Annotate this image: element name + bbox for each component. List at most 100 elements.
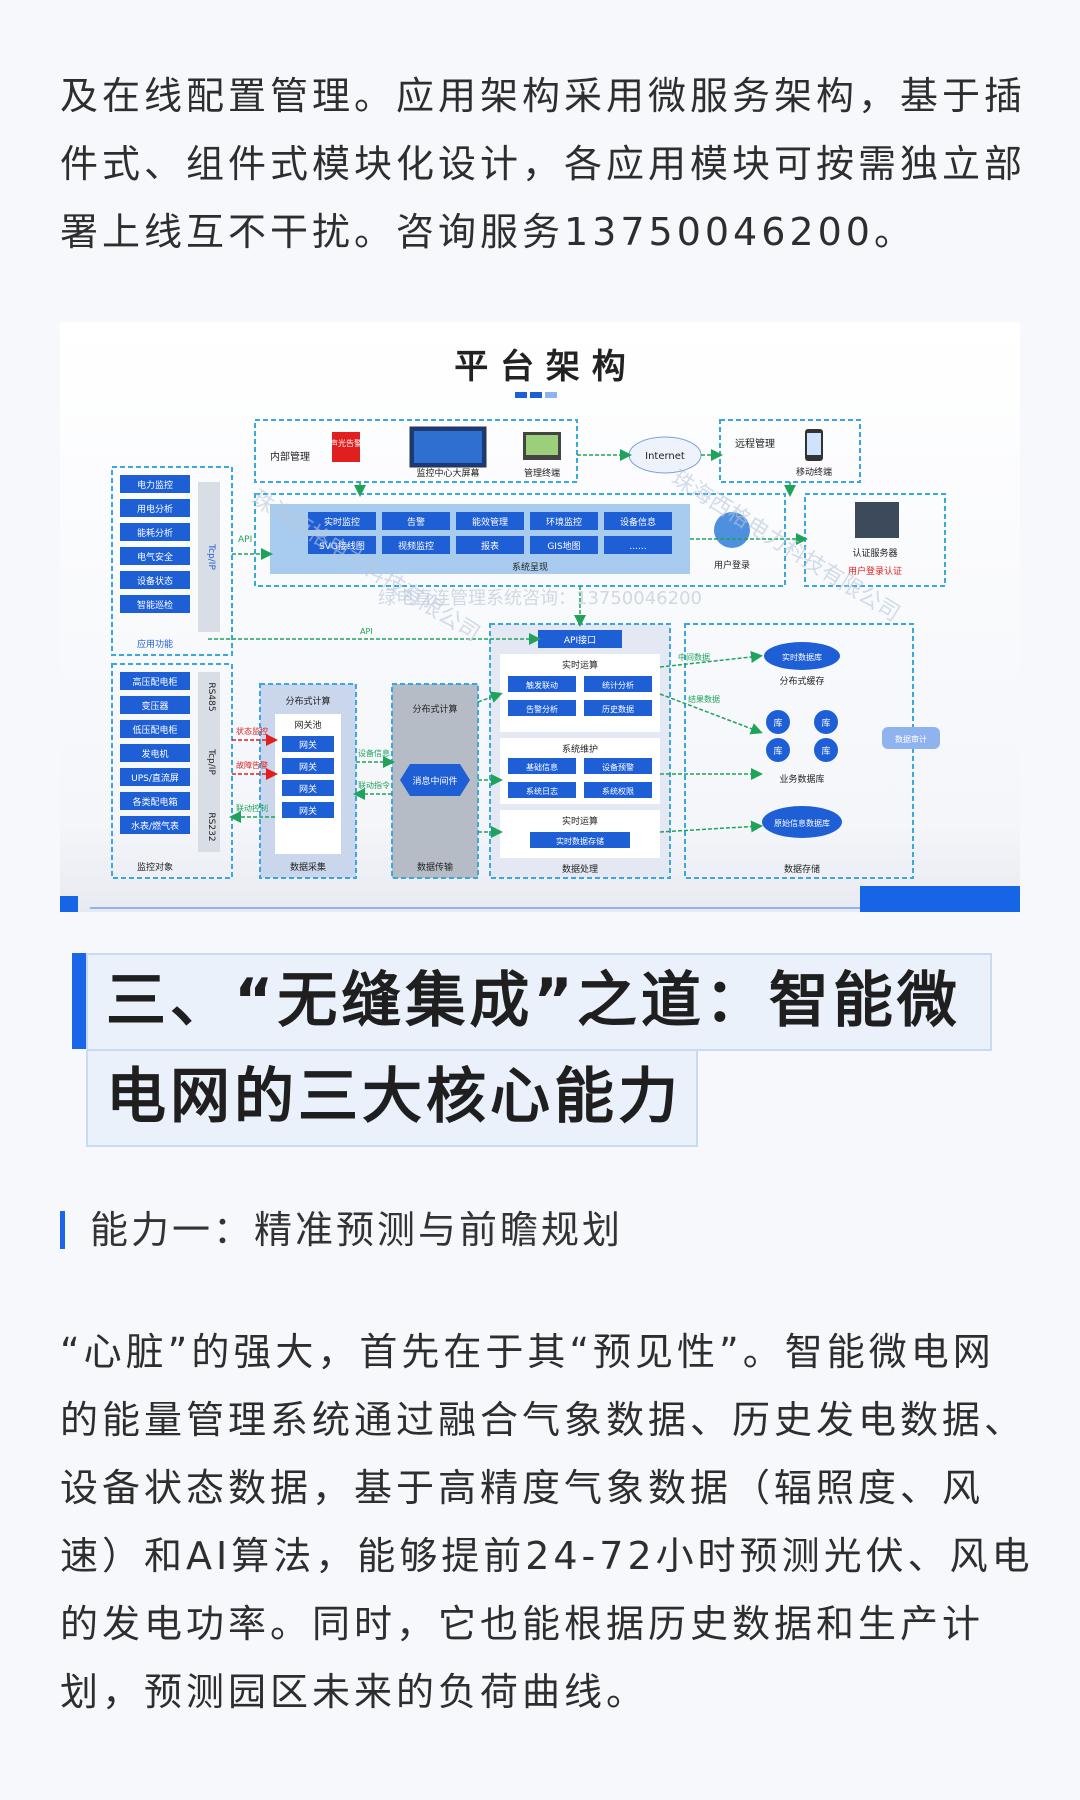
heading-accent-bar — [72, 953, 86, 1049]
architecture-diagram: 平 台 架 构 内部管理 声光告警 监控中心大屏幕 管理终端 Internet … — [111, 347, 946, 879]
gateway-item: 网关 — [299, 805, 317, 817]
api-port-label: API接口 — [564, 634, 596, 646]
watermark-diag-text: 珠海西格电力科技有限公司 — [667, 466, 904, 627]
auth-label: 认证服务器 — [852, 547, 897, 559]
system-item: ...... — [629, 542, 646, 552]
body-line: 的发电功率。同时，它也能根据历史数据和生产计 — [60, 1602, 985, 1646]
watermark-text: 绿电直连管理系统咨询：13750046200 — [378, 588, 702, 609]
data-audit-shape — [882, 727, 940, 749]
realtime-calc2-label: 实时运算 — [562, 815, 598, 827]
body-line: 速）和AI算法，能够提前24-72小时预测光伏、风电 — [60, 1534, 1034, 1578]
protocol-label: Tcp/IP — [206, 748, 216, 775]
storage-caption: 数据存储 — [784, 863, 820, 875]
calc-item: 统计分析 — [602, 680, 634, 690]
app-func-item: 设备状态 — [137, 575, 173, 587]
collect-caption: 数据采集 — [290, 861, 326, 873]
db-item: 库 — [773, 717, 782, 729]
system-item: 告警 — [407, 516, 425, 528]
collect-title: 分布式计算 — [285, 695, 330, 707]
maint-item: 系统权限 — [602, 786, 634, 796]
system-item: 能效管理 — [472, 516, 508, 528]
transfer-caption: 数据传输 — [417, 861, 453, 873]
app-func-item: 能耗分析 — [137, 527, 173, 539]
maint-item: 基础信息 — [526, 762, 558, 772]
figure-accent-right — [860, 886, 1020, 912]
link-cmd-label: 联动指令 — [358, 780, 390, 790]
monitor-item: 各类配电箱 — [132, 796, 177, 808]
figure-title: 平 台 架 构 — [454, 347, 626, 387]
biz-db-label: 业务数据库 — [779, 773, 824, 785]
app-func-item: 用电分析 — [137, 503, 173, 515]
intro-paragraph: 及在线配置管理。应用架构采用微服务架构，基于插 件式、组件式模块化设计，各应用模… — [60, 62, 1027, 266]
system-item: 环境监控 — [546, 516, 582, 528]
raw-db-label: 原始信息数据库 — [774, 818, 830, 828]
section-heading-text: 三、“无缝集成”之道：智能微 — [106, 966, 961, 1036]
realtime-calc-label: 实时运算 — [562, 659, 598, 671]
app-funcs-caption: 应用功能 — [137, 638, 173, 650]
db-item: 库 — [773, 745, 782, 757]
remote-label: 远程管理 — [735, 437, 775, 450]
monitor-item: 水表/燃气表 — [131, 820, 179, 832]
system-item: GIS地图 — [547, 540, 580, 552]
body-line: 的能量管理系统通过融合气象数据、历史发电数据、 — [60, 1398, 1027, 1442]
alarm-icon — [332, 432, 360, 462]
server-icon — [855, 502, 899, 538]
system-item: SVG接线图 — [319, 540, 365, 552]
realtime-store-label: 实时数据存储 — [556, 836, 604, 846]
device-info-label: 设备信息 — [358, 748, 390, 758]
maint-item: 设备预警 — [602, 762, 634, 772]
middleware-label: 消息中间件 — [412, 775, 457, 787]
internal-mgmt-label: 内部管理 — [270, 450, 310, 463]
system-item: 设备信息 — [620, 516, 656, 528]
intro-line: 件式、组件式模块化设计，各应用模块可按需独立部 — [60, 142, 1027, 186]
body-line: “心脏”的强大，首先在于其“预见性”。智能微电网 — [60, 1330, 995, 1374]
protocol-label: RS232 — [206, 812, 216, 841]
app-func-item: 智能巡检 — [137, 599, 173, 611]
monitor-item: 低压配电柜 — [132, 724, 177, 736]
transfer-title: 分布式计算 — [412, 703, 457, 715]
alarm-label: 声光告警 — [330, 438, 362, 448]
section-heading-line1: 三、“无缝集成”之道：智能微 — [86, 953, 992, 1051]
subheading: 能力一：精准预测与前瞻规划 — [90, 1208, 624, 1252]
realtime-db-label: 实时数据库 — [782, 652, 822, 662]
subheading-accent-bar — [60, 1211, 65, 1249]
section-heading-line2: 电网的三大核心能力 — [86, 1049, 698, 1147]
api-label-2: API — [360, 627, 373, 636]
body-paragraph: “心脏”的强大，首先在于其“预见性”。智能微电网 的能量管理系统通过融合气象数据… — [60, 1318, 1034, 1726]
maint-item: 系统日志 — [526, 786, 558, 796]
app-func-item: 电力监控 — [137, 479, 173, 491]
body-line: 设备状态数据，基于高精度气象数据（辐照度、风 — [60, 1466, 985, 1510]
gateway-item: 网关 — [299, 761, 317, 773]
platform-architecture-figure: 平 台 架 构 内部管理 声光告警 监控中心大屏幕 管理终端 Internet … — [60, 322, 1020, 912]
intro-line: 及在线配置管理。应用架构采用微服务架构，基于插 — [60, 74, 1027, 118]
monitor-item: 变压器 — [141, 700, 168, 712]
internet-label: Internet — [645, 451, 685, 462]
dist-cache-label: 分布式缓存 — [779, 675, 824, 687]
section-heading-text: 电网的三大核心能力 — [106, 1062, 682, 1132]
monitor-item: 发电机 — [141, 748, 168, 760]
mid-data-label: 中间数据 — [678, 652, 710, 662]
gateway-item: 网关 — [299, 739, 317, 751]
system-item: 视频监控 — [398, 540, 434, 552]
user-login-label: 用户登录 — [714, 559, 750, 571]
sys-maint-label: 系统维护 — [562, 743, 598, 755]
fault-alarm-label: 故障告警 — [236, 760, 268, 770]
protocol-label: RS485 — [206, 682, 216, 711]
intro-line: 署上线互不干扰。咨询服务13750046200。 — [60, 210, 916, 254]
monitor-item: 高压配电柜 — [132, 676, 177, 688]
link-ctrl-label: 联动控制 — [236, 803, 268, 813]
gateway-item: 网关 — [299, 783, 317, 795]
calc-item: 历史数据 — [602, 704, 634, 714]
process-caption: 数据处理 — [562, 863, 598, 875]
terminal-label: 管理终端 — [524, 467, 560, 479]
figure-divider — [90, 907, 880, 909]
middleware-shape — [400, 764, 470, 796]
body-line: 划，预测园区未来的负荷曲线。 — [60, 1670, 649, 1714]
figure-accent-left — [60, 896, 78, 912]
result-data-label: 结果数据 — [688, 694, 720, 704]
tcpip-label: Tcp/IP — [206, 543, 216, 570]
calc-item: 告警分析 — [526, 704, 558, 714]
big-screen-label: 监控中心大屏幕 — [416, 467, 479, 479]
db-item: 库 — [821, 717, 830, 729]
realtime-db-shape — [764, 642, 840, 670]
